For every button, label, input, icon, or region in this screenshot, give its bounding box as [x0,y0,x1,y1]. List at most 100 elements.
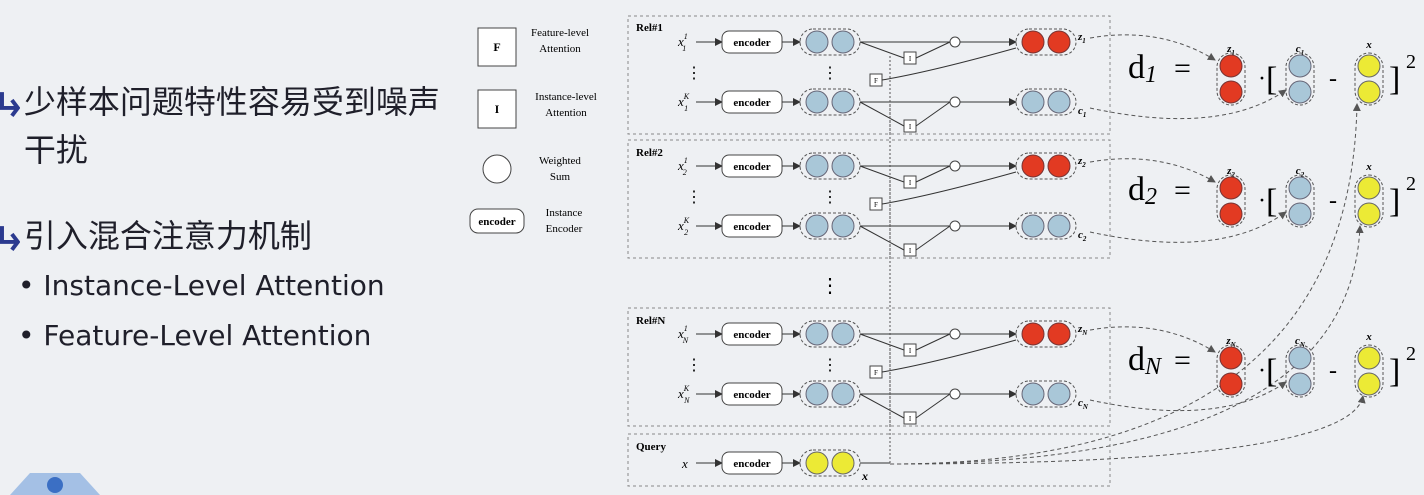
logo-decoration [10,473,100,495]
distance-symbol: d2 [1128,171,1157,210]
row-dots: ⋮ [686,65,702,82]
weighted-sum-circle [949,160,961,172]
eq-vector-circle [1219,176,1243,200]
eq-vector-circle [1357,54,1381,78]
dot-operator: · [1258,66,1266,92]
distance-sub: 1 [1145,62,1157,88]
weighted-sum-circle [949,36,961,48]
eq-vector-circle [1288,346,1312,370]
sub-index: N [683,396,690,405]
eq-vector-circle [1357,80,1381,104]
distance-symbol: dN [1128,341,1163,380]
rel1-group [627,15,1111,135]
sub-index: 2 [684,228,688,237]
c-output-label: cN [1078,397,1089,411]
encoder-label: encoder [733,329,770,341]
diagram: F Feature-level Attention I Instance-lev… [469,15,1416,487]
instance-vector-circle [805,154,829,178]
z-vector-circle [1047,154,1071,178]
query-x-label: x [681,456,688,471]
open-bracket: [ [1266,353,1277,390]
eq-vector-circle [1219,202,1243,226]
ws-label1: Weighted [539,155,581,167]
query-vector-circle [831,451,855,475]
f-box-label: F [874,369,878,377]
instance-attention-box-icon [477,89,517,129]
c-output-label: c1 [1078,105,1086,119]
query-group [627,433,1111,487]
equals-sign: = [1174,52,1191,85]
open-bracket: [ [1266,61,1277,98]
distance-sub: 2 [1145,184,1157,210]
arrow-bullet-icon [0,226,20,252]
bullet-list: 少样本问题特性容易受到噪声干扰 引入混合注意力机制 • Instance-Lev… [0,78,440,362]
sub-bullet-feature: • Feature-Level Attention [18,319,372,352]
instance-vector-circle [805,30,829,54]
eq-x-header: x [1365,331,1372,343]
exponent: 2 [1406,51,1416,73]
close-bracket: ] [1389,61,1400,98]
sup-index: 1 [684,32,688,41]
eq-vector-circle [1288,202,1312,226]
weighted-sum-circle [949,220,961,232]
sub-index: 1 [682,44,686,53]
arrow-bullet-icon [0,92,20,118]
instance-vector-circle [805,382,829,406]
query-vector-label: x [861,469,868,483]
eq-vector-circle [1288,80,1312,104]
exponent: 2 [1406,343,1416,365]
eq-vector-circle [1288,54,1312,78]
c-vector-circle [1047,214,1071,238]
instance-vector-circle [831,154,855,178]
dot-operator: · [1258,188,1266,214]
eq-vector-circle [1288,176,1312,200]
z-vector-circle [1021,154,1045,178]
equals-sign: = [1174,174,1191,207]
rel2-group [627,139,1111,259]
i-symbol: I [495,102,500,116]
f-box-label: F [874,77,878,85]
weighted-sum-circle [949,328,961,340]
row-dots: ⋮ [822,189,838,206]
distance-symbol: d1 [1128,49,1157,88]
dot-operator: · [1258,358,1266,384]
encoder-label: encoder [733,458,770,470]
sup-index: 1 [684,156,688,165]
instance-vector-circle [805,90,829,114]
open-bracket: [ [1266,183,1277,220]
c-vector-circle [1047,382,1071,406]
i-label2: Attention [545,107,587,119]
exponent: 2 [1406,173,1416,195]
instance-vector-circle [805,322,829,346]
i-label1: Instance-level [535,91,597,103]
sub-index: 1 [684,104,688,113]
minus-operator: - [1329,188,1337,214]
enc-symbol: encoder [478,216,515,228]
sub-bullet-text: Feature-Level Attention [43,319,372,352]
c-vector-circle [1021,382,1045,406]
ws-label2: Sum [550,171,571,183]
i-box-label: I [909,247,912,255]
weighted-sum-circle-icon [482,154,512,184]
i-box-label: I [909,347,912,355]
row-dots: ⋮ [686,189,702,206]
minus-operator: - [1329,358,1337,384]
bullet-noise: 少样本问题特性容易受到噪声干扰 [0,78,440,174]
row-dots: ⋮ [822,357,838,374]
z-vector-circle [1021,322,1045,346]
legend: F Feature-level Attention I Instance-lev… [469,27,597,235]
encoder-label: encoder [733,389,770,401]
rel1-label: Rel#1 [636,22,663,34]
encoder-label: encoder [733,37,770,49]
sub-bullet-text: Instance-Level Attention [43,269,385,302]
minus-operator: - [1329,66,1337,92]
z-output-label: zN [1077,323,1088,337]
encoder-box-icon [469,208,525,234]
sup-index: K [683,92,690,101]
sub-bullet-instance: • Instance-Level Attention [18,269,385,302]
